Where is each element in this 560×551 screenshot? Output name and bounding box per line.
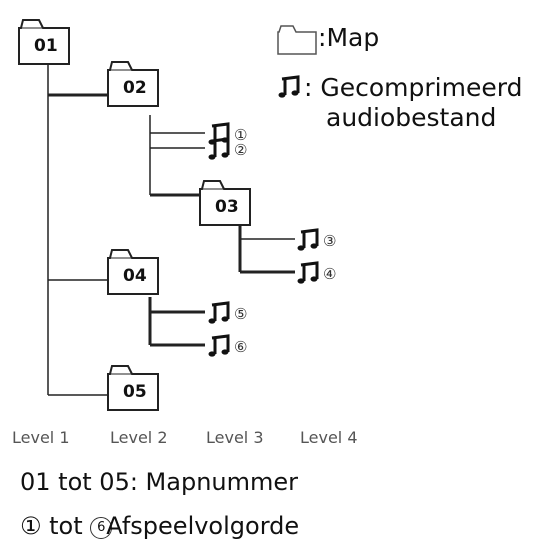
legend-music-note-icon [277,75,300,100]
folder-03: 03 [199,180,251,226]
play-order-start: ① [20,512,42,540]
file-2: ② [207,137,247,162]
music-note-icon [207,334,230,359]
legend-file-label-line2: audiobestand [326,103,497,132]
legend-file-label: : Gecomprimeerd [304,73,523,102]
caption-play-order: ① tot 6Afspeelvolgorde [20,512,300,540]
folder-03-label: 03 [215,197,239,217]
file-4: ④ [296,261,336,286]
folder-02: 02 [107,61,159,107]
file-6: ⑥ [207,334,247,359]
music-note-icon [207,301,230,326]
folder-02-label: 02 [123,78,147,98]
folder-05: 05 [107,365,159,411]
level-2-label: Level 2 [110,428,168,447]
music-note-icon [296,228,319,253]
file-5-number: ⑤ [234,305,247,323]
level-4-label: Level 4 [300,428,358,447]
folder-04-label: 04 [123,266,147,286]
file-1: ① [207,122,247,147]
file-1-number: ① [234,126,247,144]
file-4-number: ④ [323,265,336,283]
caption-folder-numbers: 01 tot 05: Mapnummer [20,468,299,496]
tree-connectors [47,64,295,396]
legend-folder-label: :Map [318,23,380,52]
folder-05-label: 05 [123,382,147,402]
legend-folder-icon [277,25,317,55]
folder-04: 04 [107,249,159,295]
level-1-label: Level 1 [12,428,70,447]
folder-01: 01 [18,19,70,65]
file-3-number: ③ [323,232,336,250]
folder-01-label: 01 [34,36,58,56]
file-3: ③ [296,228,336,253]
file-6-number: ⑥ [234,338,247,356]
file-2-number: ② [234,141,247,159]
music-note-icon [296,261,319,286]
play-order-end: 6 [90,517,113,539]
file-5: ⑤ [207,301,247,326]
level-3-label: Level 3 [206,428,264,447]
